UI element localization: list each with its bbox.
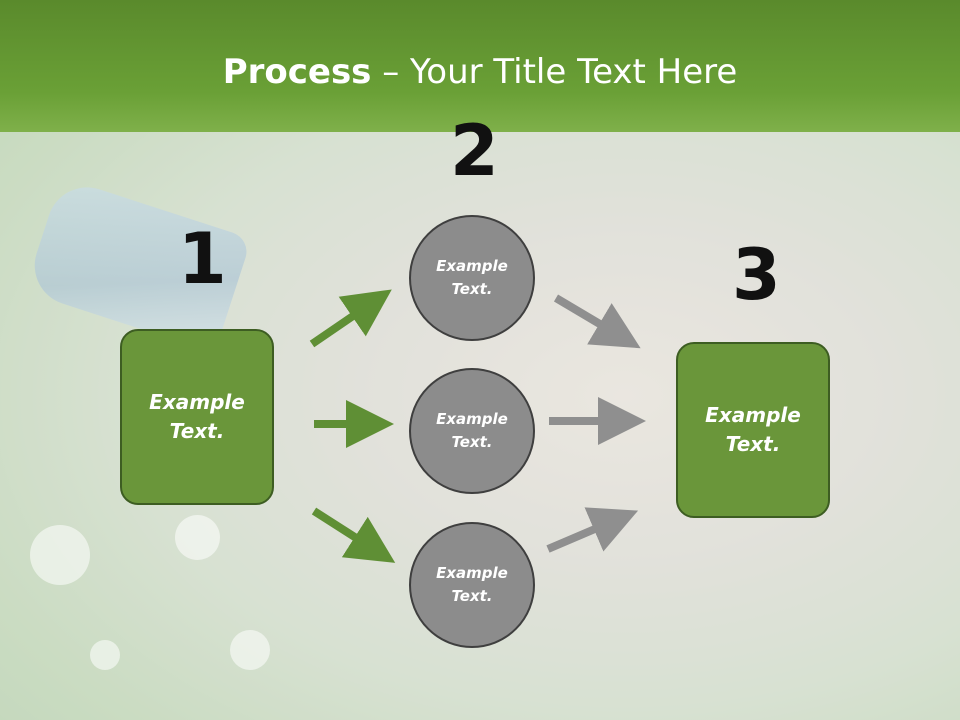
- arrow-bottom-to-3: [546, 507, 639, 553]
- step-box-3-line1: Example: [705, 403, 801, 427]
- circle-middle-line1: Example: [436, 410, 508, 428]
- title-rest: – Your Title Text Here: [371, 52, 738, 92]
- arrow-top-to-3: [553, 294, 641, 349]
- circle-bottom-line1: Example: [436, 564, 508, 582]
- step-box-1-line1: Example: [149, 390, 245, 414]
- circle-top-line1: Example: [436, 257, 508, 275]
- step-box-3-line2: Text.: [725, 432, 781, 456]
- bokeh-light: [90, 640, 120, 670]
- circle-middle-line2: Text.: [451, 433, 493, 451]
- step-number-1: 1: [178, 218, 227, 300]
- step-number-3: 3: [732, 234, 781, 316]
- circle-top-line2: Text.: [451, 280, 493, 298]
- title-bold: Process: [222, 52, 372, 92]
- arrow-1-to-top: [309, 289, 392, 348]
- bokeh-light: [175, 515, 220, 560]
- bokeh-light: [30, 525, 90, 585]
- circle-bottom-line2: Text.: [451, 587, 493, 605]
- arrow-1-to-bottom: [311, 507, 396, 563]
- bokeh-light: [230, 630, 270, 670]
- page-title: Process – Your Title Text Here: [0, 52, 960, 92]
- step-box-1-line2: Text.: [169, 419, 225, 443]
- title-bar: Process – Your Title Text Here: [0, 0, 960, 132]
- step-number-2: 2: [450, 110, 499, 192]
